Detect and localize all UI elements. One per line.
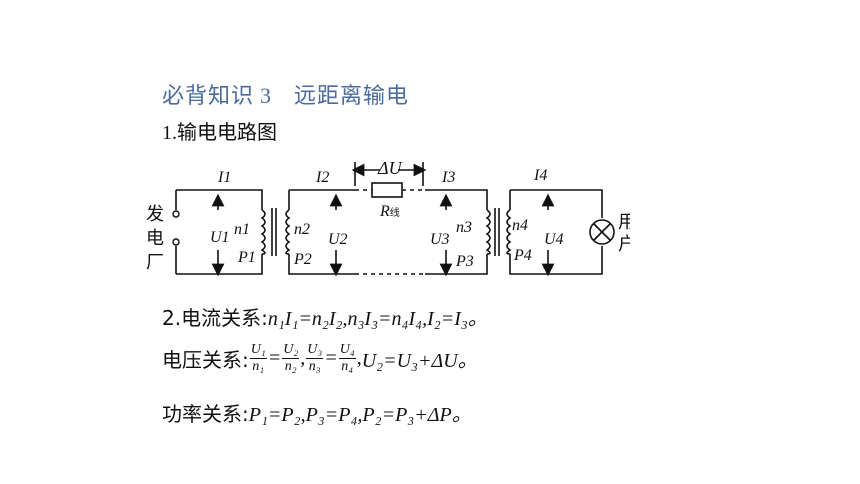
turns-n2: n2 [294,221,310,238]
current-relation: 2.电流关系: n₁I₁=n₂I₂,n₃I₃=n₄I₄,I₂=I₃。 [162,302,488,331]
current-i3: I3 [441,169,455,186]
power-p4: P4 [513,247,532,264]
heading-number: 3 [260,83,273,108]
generator-label-2: 电 [146,228,164,249]
power-relation-label: 功率关系: [162,402,249,426]
turns-n4: n4 [512,217,528,234]
terminal-top [172,210,180,218]
power-relation-formula: P₁=P₂,P₃=P₄,P₂=P₃+ΔP。 [248,404,472,426]
current-relation-formula: n₁I₁=n₂I₂,n₃I₃=n₄I₄,I₂=I₃。 [267,308,488,330]
loop2-wire [288,189,488,275]
resistor-label: R线 [379,203,400,220]
circuit-diagram-title: 1.输电电路图 [162,116,277,145]
heading-title: 远距离输电 [294,84,410,109]
coil-n3 [485,209,491,255]
voltage-u4: U4 [544,231,564,248]
user-label-2: 户 [618,234,630,255]
turns-n1: n1 [234,221,250,238]
current-i4: I4 [533,167,547,184]
coil-n4 [506,209,512,255]
resistor [371,182,403,198]
voltage-u3: U3 [430,231,450,248]
turns-n3: n3 [456,219,472,236]
power-p1: P1 [237,249,256,266]
terminal-bottom [172,238,180,246]
loop1-wire [175,189,263,275]
transmission-circuit-diagram: 发 电 厂 用 户 I1 I2 I3 I4 U1 U2 U3 U4 n1 n2 … [146,158,630,277]
current-i1: I1 [217,169,231,186]
heading-prefix: 必背知识 [162,84,255,109]
voltage-relation-tail: U₂=U₃+ΔU。 [361,350,478,372]
current-i2: I2 [315,169,329,186]
generator-label-3: 厂 [146,252,164,273]
coil-n2 [285,209,291,255]
power-p3: P3 [455,253,474,270]
circuit-title-text: 输电电路图 [177,120,277,144]
coil-n1 [260,209,266,255]
user-label-1: 用 [618,212,630,233]
power-relation: 功率关系: P₁=P₂,P₃=P₄,P₂=P₃+ΔP。 [162,398,472,427]
delta-u-label: ΔU [377,158,403,178]
voltage-u2: U2 [328,231,348,248]
current-relation-label: 2.电流关系: [162,306,268,330]
generator-label-1: 发 [146,204,164,225]
loop3-wire [509,189,603,275]
voltage-u1: U1 [210,229,230,246]
circuit-title-number: 1. [162,122,177,144]
voltage-relation-label: 电压关系: [162,348,249,372]
power-p2: P2 [293,251,312,268]
